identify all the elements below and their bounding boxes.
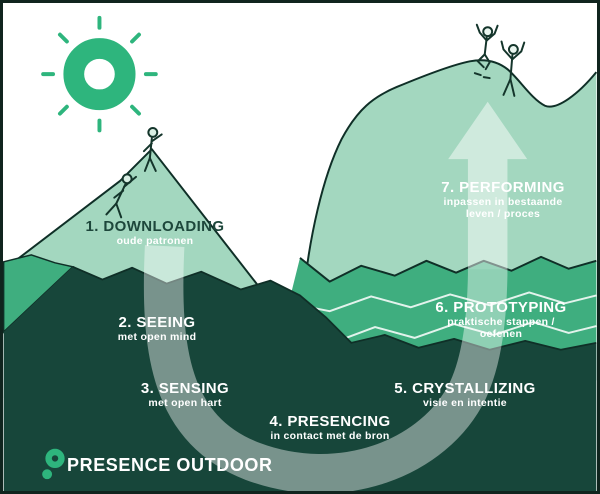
upward-arrow-head	[448, 101, 528, 270]
step-7-title: 7. PERFORMING	[441, 179, 565, 196]
step-3-subtitle: met open hart	[148, 397, 222, 410]
step-6-title: 6. PROTOTYPING	[435, 299, 567, 316]
jumping-celebration-icon	[473, 23, 499, 80]
u-process-arrow	[143, 101, 528, 491]
step-1-title: 1. DOWNLOADING	[85, 218, 225, 235]
step-4-presencing: 4. PRESENCING in contact met de bron	[269, 413, 390, 442]
left-midground-ridge	[3, 254, 75, 334]
step-3-sensing: 3. SENSING met open hart	[141, 380, 229, 409]
cheering-celebration-icon	[500, 40, 526, 97]
step-2-subtitle: met open mind	[117, 331, 197, 344]
step-7-performing: 7. PERFORMING inpassen in bestaande leve…	[441, 179, 565, 220]
step-2-title: 2. SEEING	[118, 314, 196, 331]
brand-name: PRESENCE OUTDOOR	[67, 455, 273, 475]
step-7-subtitle: inpassen in bestaande leven / proces	[443, 196, 563, 221]
step-4-title: 4. PRESENCING	[269, 413, 391, 430]
step-5-title: 5. CRYSTALLIZING	[394, 380, 536, 397]
step-6-prototyping: 6. PROTOTYPING praktische stappen / oefe…	[435, 299, 566, 340]
presence-outdoor-logo-icon	[42, 448, 65, 480]
step-1-subtitle: oude patronen	[116, 235, 194, 248]
lookout-hiker-icon	[142, 126, 163, 172]
step-5-subtitle: visie en intentie	[423, 397, 507, 410]
water-zigzag-lines	[289, 291, 597, 343]
step-6-subtitle: praktische stappen / oefenen	[447, 316, 555, 341]
step-4-subtitle: in contact met de bron	[270, 430, 390, 443]
step-1-downloading: 1. DOWNLOADING oude patronen	[86, 218, 225, 247]
climbing-hiker-icon	[105, 173, 138, 219]
step-3-title: 3. SENSING	[140, 380, 230, 397]
sun-icon	[41, 15, 158, 133]
step-5-crystallizing: 5. CRYSTALLIZING visie en intentie	[394, 380, 535, 409]
dark-valley-foreground	[3, 265, 597, 491]
scene-graphic	[3, 3, 597, 491]
step-2-seeing: 2. SEEING met open mind	[118, 314, 197, 343]
